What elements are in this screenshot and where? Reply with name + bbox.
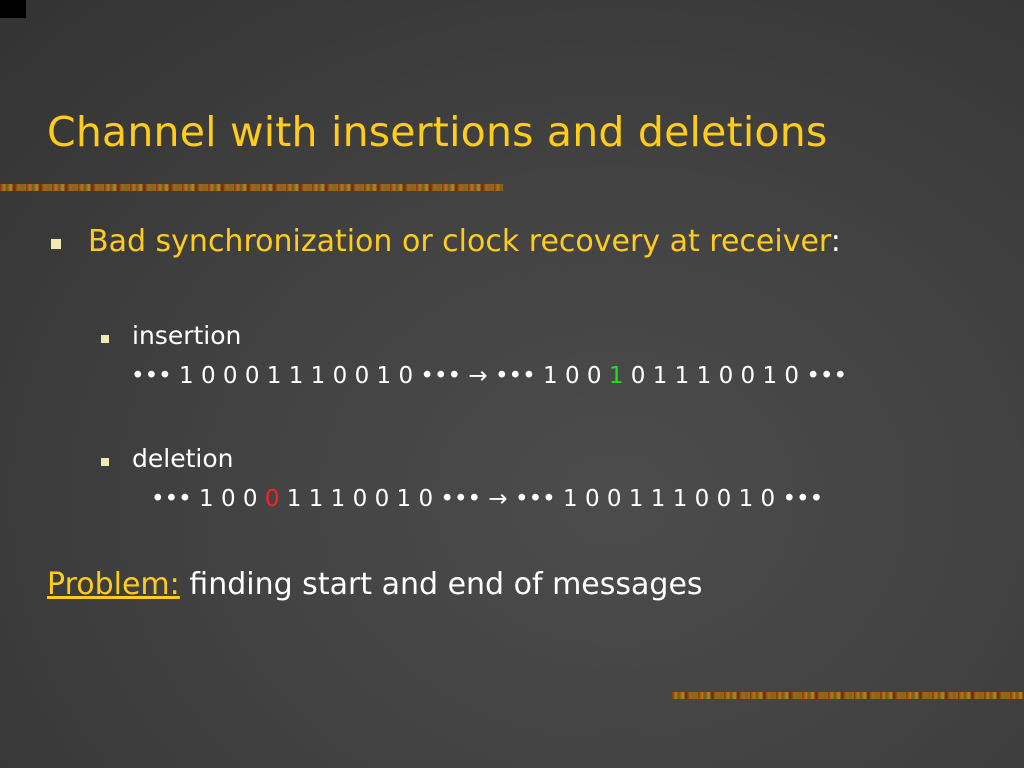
- problem-label: Problem:: [47, 567, 180, 602]
- deletion-seq-before: ••• 1 0 0: [151, 486, 265, 512]
- insertion-seq-after: 0 1 1 1 0 0 1 0 •••: [623, 363, 848, 389]
- inserted-bit: 1: [608, 363, 624, 389]
- sub-bullet-icon: [101, 335, 109, 343]
- main-bullet-text: Bad synchronization or clock recovery at…: [88, 224, 831, 259]
- title-divider: [0, 184, 503, 191]
- problem-text: finding start and end of messages: [179, 567, 703, 602]
- main-bullet-colon: :: [830, 224, 841, 259]
- slide-title: Channel with insertions and deletions: [47, 108, 828, 156]
- main-bullet: Bad synchronization or clock recovery at…: [88, 224, 841, 259]
- bullet-icon: [51, 239, 61, 249]
- problem-statement: Problem: finding start and end of messag…: [47, 567, 703, 602]
- deletion-sequence: ••• 1 0 0 0 1 1 1 0 0 1 0 ••• → ••• 1 0 …: [151, 486, 823, 512]
- footer-divider: [672, 692, 1024, 699]
- deletion-label: deletion: [132, 444, 234, 473]
- corner-mark: [0, 0, 26, 18]
- deleted-bit: 0: [264, 486, 280, 512]
- insertion-sequence: ••• 1 0 0 0 1 1 1 0 0 1 0 ••• → ••• 1 0 …: [131, 363, 847, 389]
- sub-bullet-icon: [101, 458, 109, 466]
- insertion-label: insertion: [132, 321, 242, 350]
- insertion-seq-before: ••• 1 0 0 0 1 1 1 0 0 1 0 ••• → ••• 1 0 …: [131, 363, 609, 389]
- deletion-seq-after: 1 1 1 0 0 1 0 ••• → ••• 1 0 0 1 1 1 0 0 …: [279, 486, 824, 512]
